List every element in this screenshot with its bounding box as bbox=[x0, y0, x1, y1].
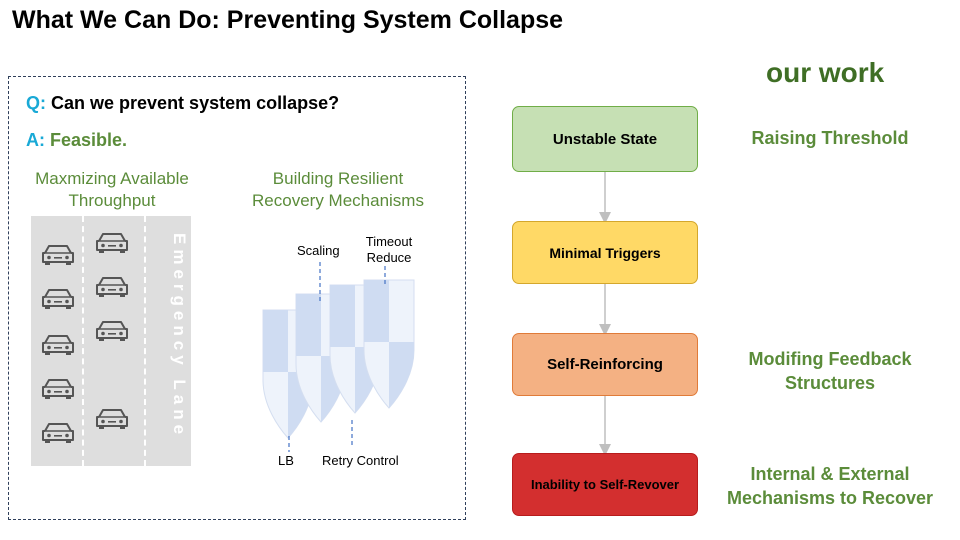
answer: A: Feasible. bbox=[26, 130, 127, 151]
question: Q: Can we prevent system collapse? bbox=[26, 93, 339, 114]
scaling-label: Scaling bbox=[297, 243, 340, 258]
car-icon bbox=[96, 409, 128, 429]
shield-icon bbox=[363, 279, 415, 409]
question-text: Can we prevent system collapse? bbox=[51, 93, 340, 113]
car-icon bbox=[96, 277, 128, 297]
timeout-label: Timeout Reduce bbox=[365, 234, 413, 265]
car-icon bbox=[42, 423, 74, 443]
car-icon bbox=[42, 379, 74, 399]
lane-divider bbox=[144, 216, 146, 466]
recovery-title: Building Resilient Recovery Mechanisms bbox=[252, 169, 424, 210]
car-icon bbox=[42, 289, 74, 309]
retry-label: Retry Control bbox=[322, 453, 399, 468]
step-label: Unstable State bbox=[552, 130, 658, 148]
lane-divider bbox=[82, 216, 84, 466]
answer-prefix: A: bbox=[26, 130, 45, 150]
slide-title: What We Can Do: Preventing System Collap… bbox=[12, 6, 564, 34]
car-icon bbox=[42, 335, 74, 355]
step-inability-to-recover: Inability to Self-Revover bbox=[512, 453, 698, 516]
step-minimal-triggers: Minimal Triggers bbox=[512, 221, 698, 284]
approach-panel bbox=[8, 76, 466, 520]
throughput-title: Maxmizing Available Throughput bbox=[35, 169, 189, 210]
step-label: Inability to Self-Revover bbox=[530, 477, 680, 492]
our-work-heading: our work bbox=[766, 57, 885, 88]
raising-threshold-label: Raising Threshold bbox=[751, 128, 909, 148]
modifying-feedback-label: Modifing Feedback Structures bbox=[748, 349, 912, 393]
answer-text: Feasible. bbox=[50, 130, 128, 150]
road bbox=[31, 216, 191, 466]
car-icon bbox=[96, 233, 128, 253]
step-label: Minimal Triggers bbox=[549, 244, 661, 261]
emergency-lane-label: Emergency Lane bbox=[170, 233, 189, 440]
internal-external-label: Internal & External Mechanisms to Recove… bbox=[726, 464, 934, 508]
lb-label: LB bbox=[278, 453, 294, 468]
car-icon bbox=[96, 321, 128, 341]
step-self-reinforcing: Self-Reinforcing bbox=[512, 333, 698, 396]
car-icon bbox=[42, 245, 74, 265]
step-unstable-state: Unstable State bbox=[512, 106, 698, 172]
question-prefix: Q: bbox=[26, 93, 46, 113]
step-label: Self-Reinforcing bbox=[547, 356, 663, 373]
